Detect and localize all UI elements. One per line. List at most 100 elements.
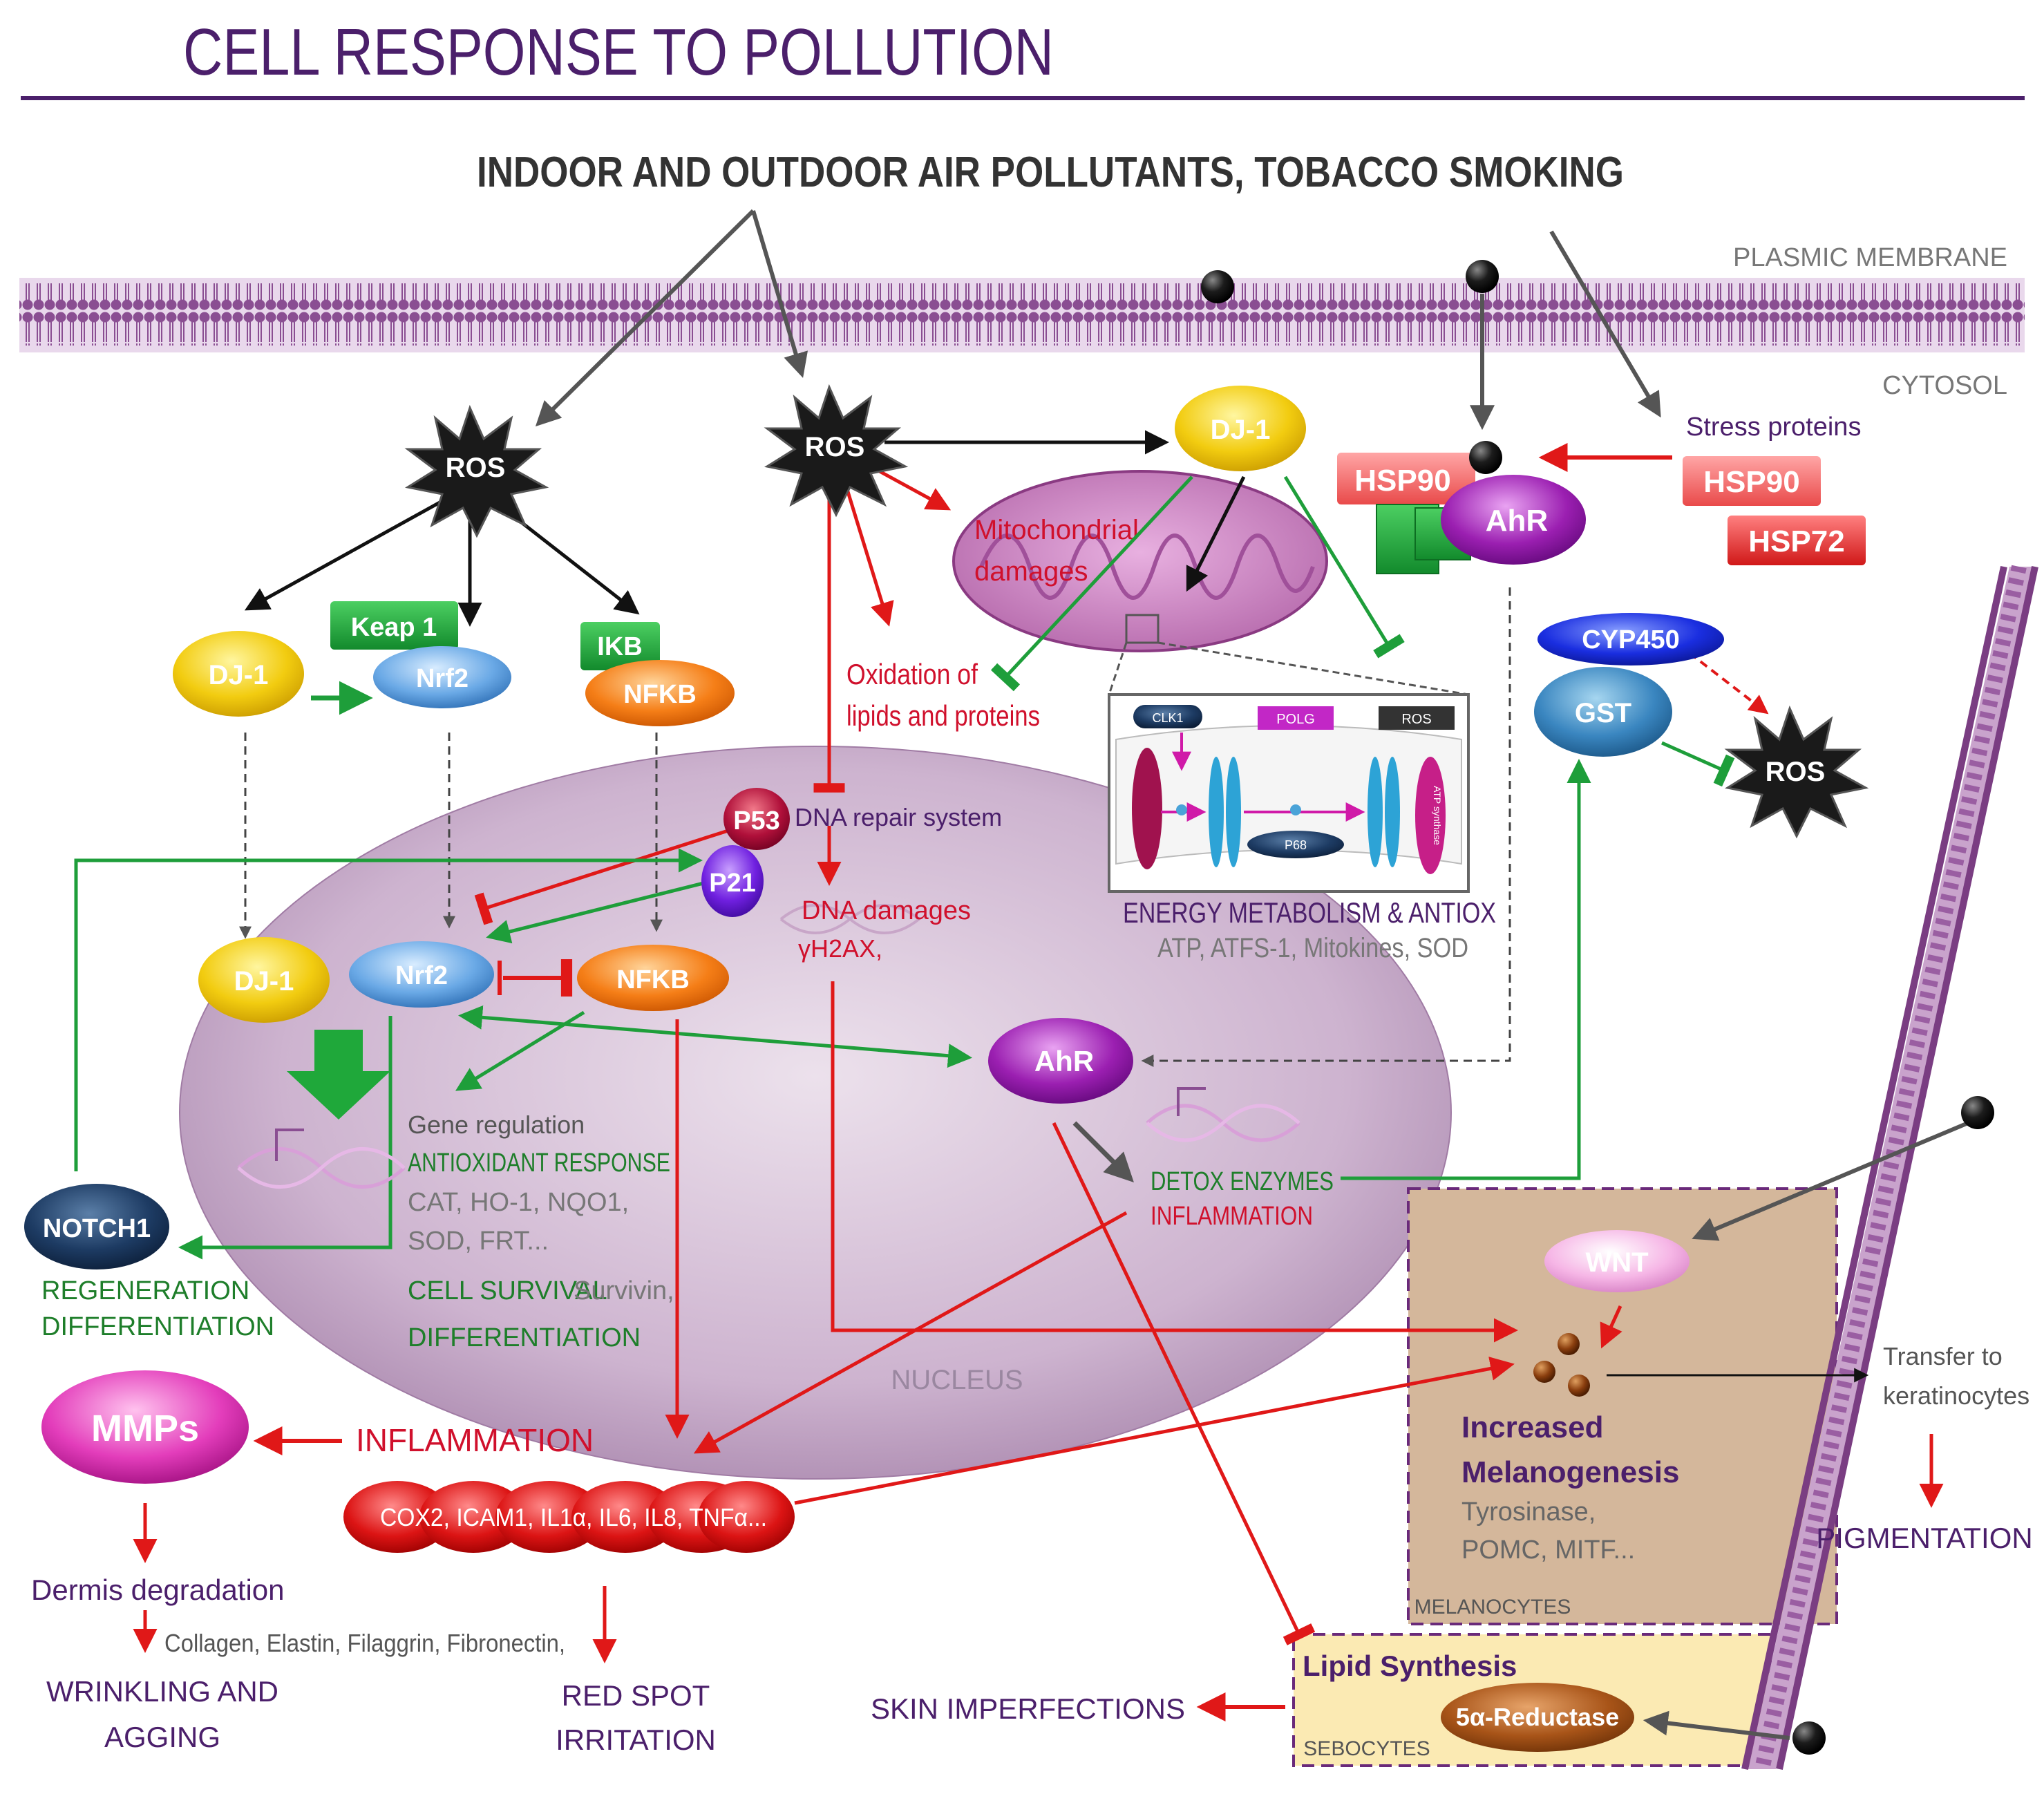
ros-center-label: ROS bbox=[805, 432, 865, 462]
inset-clk1 bbox=[1133, 705, 1202, 728]
cytokines-label: COX2, ICAM1, IL1α, IL6, IL8, TNFα... bbox=[380, 1503, 767, 1531]
plasmic-membrane-label: PLASMIC MEMBRANE bbox=[1733, 243, 2007, 272]
nrf2-nucleus-label: Nrf2 bbox=[395, 961, 448, 990]
wrinkling-line1: WRINKLING AND bbox=[46, 1675, 278, 1708]
inset-atp-synthase-label: ATP synthase bbox=[1432, 786, 1443, 845]
oxidation-line1: Oxidation of bbox=[846, 658, 978, 690]
notch1-label: NOTCH1 bbox=[43, 1214, 151, 1243]
regeneration-label: REGENERATION bbox=[41, 1276, 249, 1305]
dj1-nucleus-label: DJ-1 bbox=[234, 966, 294, 997]
five-alpha-reductase-label: 5α-Reductase bbox=[1456, 1703, 1619, 1731]
mmps: MMPs bbox=[41, 1370, 249, 1484]
gst: GST bbox=[1534, 667, 1672, 757]
ahr-nucleus: AhR bbox=[988, 1018, 1133, 1104]
energy-metabolism-inset: ATP synthase CLK1 POLG ROS P68 bbox=[1108, 693, 1470, 893]
nrf2-cytosol-label: Nrf2 bbox=[416, 664, 469, 693]
inset-p68 bbox=[1247, 831, 1344, 858]
pollutants-label: INDOOR AND OUTDOOR AIR POLLUTANTS, TOBAC… bbox=[477, 149, 1624, 196]
nfkb-cytosol: NFKB bbox=[585, 660, 735, 726]
cytokines-chain: COX2, ICAM1, IL1α, IL6, IL8, TNFα... bbox=[343, 1481, 795, 1553]
survivin-label: Survivin, bbox=[574, 1276, 674, 1305]
hsp90-stress: HSP90 bbox=[1683, 456, 1821, 506]
arrows bbox=[74, 209, 1978, 1740]
gamma-h2ax-label: γH2AX, bbox=[798, 934, 882, 963]
inset-atp-synthase bbox=[1415, 757, 1446, 874]
dermis-components-label: Collagen, Elastin, Filaggrin, Fibronecti… bbox=[164, 1629, 565, 1657]
inset-p68-label: P68 bbox=[1285, 838, 1307, 852]
differentiation-label: DIFFERENTIATION bbox=[408, 1323, 641, 1352]
skin-imperfections-label: SKIN IMPERFECTIONS bbox=[871, 1692, 1185, 1725]
ros-right: ROS bbox=[1724, 705, 1869, 839]
inflammation-label: INFLAMMATION bbox=[356, 1422, 594, 1458]
dna-helix-right bbox=[1146, 1087, 1300, 1142]
dermis-degradation-label: Dermis degradation bbox=[31, 1574, 285, 1606]
melanogenesis-sub-line2: POMC, MITF... bbox=[1461, 1536, 1635, 1565]
inset-complex-bar bbox=[1209, 757, 1224, 867]
antioxidant-genes-line1: CAT, HO-1, NQO1, bbox=[408, 1188, 629, 1217]
cyp450-label: CYP450 bbox=[1582, 625, 1680, 654]
inset-polg bbox=[1258, 706, 1334, 730]
nfkb-nucleus-label: NFKB bbox=[616, 965, 690, 994]
p21-label: P21 bbox=[709, 869, 756, 898]
nfkb-nucleus: NFKB bbox=[577, 945, 729, 1011]
antioxidant-response-label: ANTIOXIDANT RESPONSE bbox=[408, 1149, 670, 1178]
mitochondrion bbox=[952, 470, 1328, 652]
nucleus-label: NUCLEUS bbox=[891, 1365, 1023, 1395]
gene-regulation-label: Gene regulation bbox=[408, 1111, 585, 1139]
hsp90-complex-label: HSP90 bbox=[1354, 464, 1450, 498]
mito-damages-line1: Mitochondrial bbox=[974, 515, 1139, 545]
inset-complex-bar bbox=[1368, 757, 1383, 867]
wnt: WNT bbox=[1544, 1230, 1690, 1292]
ahr-complex-label: AhR bbox=[1486, 504, 1548, 538]
ros-right-label: ROS bbox=[1766, 757, 1826, 787]
p21: P21 bbox=[701, 845, 764, 917]
keap1-label: Keap 1 bbox=[351, 613, 437, 642]
p53-label: P53 bbox=[733, 806, 780, 835]
cyp450: CYP450 bbox=[1537, 613, 1724, 665]
gene-activation-arrow bbox=[287, 1030, 390, 1120]
lipid-synthesis-label: Lipid Synthesis bbox=[1303, 1650, 1517, 1682]
cell-survival-label: CELL SURVIVAL bbox=[408, 1276, 607, 1305]
dj1-cytosol: DJ-1 bbox=[173, 631, 304, 717]
melanocytes-label: MELANOCYTES bbox=[1414, 1596, 1571, 1618]
ahr-complex: HSP90 AhR bbox=[1337, 441, 1586, 574]
external-ligand-ball bbox=[1792, 1721, 1826, 1755]
melanogenesis-line1: Increased bbox=[1461, 1410, 1603, 1444]
hsp90-label: HSP90 bbox=[1703, 465, 1799, 499]
sebocytes-label: SEBOCYTES bbox=[1303, 1737, 1430, 1760]
melanogenesis-line2: Melanogenesis bbox=[1461, 1455, 1679, 1489]
ros-center: ROS bbox=[764, 384, 909, 518]
ahr-nucleus-label: AhR bbox=[1034, 1045, 1094, 1077]
melanogenesis-sub-line1: Tyrosinase, bbox=[1461, 1498, 1596, 1527]
dj1-top: DJ-1 bbox=[1175, 386, 1306, 471]
keap1: Keap 1 bbox=[330, 601, 458, 650]
transfer-line2: keratinocytes bbox=[1883, 1381, 2029, 1410]
inset-polg-label: POLG bbox=[1276, 712, 1315, 727]
ros-left: ROS bbox=[404, 404, 549, 538]
inset-complex-bar bbox=[1226, 757, 1241, 867]
energy-metabolism-title: ENERGY METABOLISM & ANTIOX bbox=[1123, 896, 1496, 929]
irritation-label: IRRITATION bbox=[556, 1724, 716, 1756]
wrinkling-line2: AGGING bbox=[104, 1721, 220, 1753]
detox-enzymes-label: DETOX ENZYMES bbox=[1151, 1167, 1334, 1196]
inset-ros-label: ROS bbox=[1401, 712, 1431, 727]
energy-metabolism-subtitle: ATP, ATFS-1, Mitokines, SOD bbox=[1157, 933, 1468, 963]
dj1-nucleus: DJ-1 bbox=[198, 937, 330, 1023]
transfer-line1: Transfer to bbox=[1883, 1342, 2003, 1370]
mito-damages-line2: damages bbox=[974, 556, 1088, 587]
membrane-receptor-ball bbox=[1201, 270, 1234, 303]
ikb-label: IKB bbox=[597, 632, 642, 661]
gst-label: GST bbox=[1575, 698, 1631, 728]
p53: P53 bbox=[723, 788, 790, 850]
dna-helix-left bbox=[237, 1129, 406, 1189]
inflammation-nucleus-label: INFLAMMATION bbox=[1151, 1202, 1313, 1231]
mmps-label: MMPs bbox=[91, 1408, 199, 1449]
dna-damage-helix bbox=[779, 904, 920, 934]
inset-ros bbox=[1379, 706, 1455, 730]
wnt-label: WNT bbox=[1585, 1247, 1648, 1278]
inset-clk1-label: CLK1 bbox=[1152, 711, 1183, 725]
keratinocyte-membrane bbox=[1741, 565, 2038, 1771]
inset-complex-bar bbox=[1385, 757, 1400, 867]
dna-damages-label: DNA damages bbox=[802, 896, 971, 925]
